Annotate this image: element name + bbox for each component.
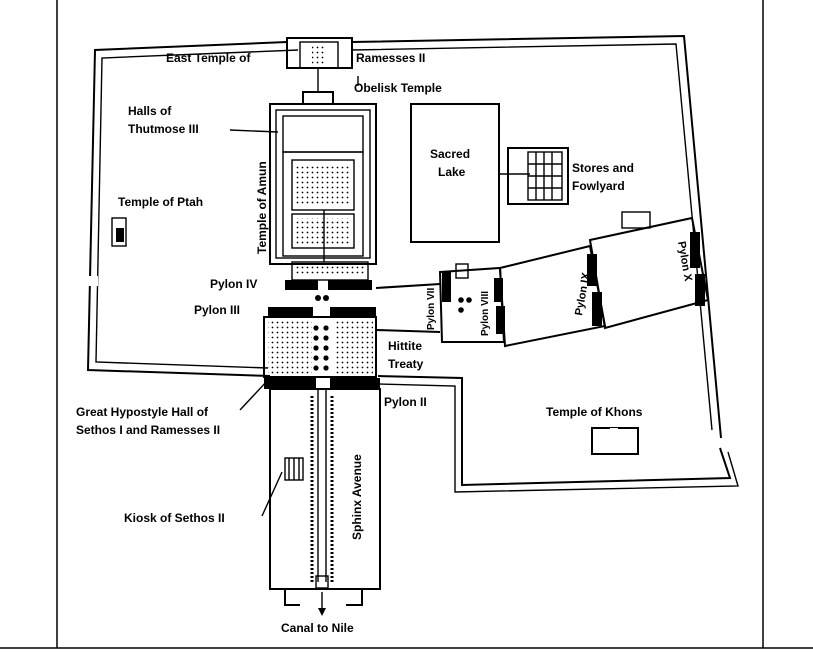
great-hypostyle-hall: [263, 316, 380, 389]
hittite-label-2: Treaty: [388, 357, 424, 371]
pylon-vii-label: Pylon VII: [426, 288, 437, 330]
pylon-ix-label: Pylon IX: [573, 271, 592, 316]
temple-of-khons-building: [591, 427, 639, 455]
pylon-viii-label: Pylon VIII: [480, 291, 491, 336]
ramesses-ii-label: Ramesses II: [356, 51, 425, 65]
east-temple-label: East Temple of: [166, 51, 251, 65]
sacred-lake-label-2: Lake: [438, 165, 466, 179]
stores-label-1: Stores and: [572, 161, 634, 175]
sacred-lake-label-1: Sacred: [430, 147, 470, 161]
temple-of-amun-building: [269, 103, 377, 281]
hittite-label-1: Hittite: [388, 339, 422, 353]
east-temple-building: [286, 37, 353, 105]
stores-building: [507, 147, 569, 205]
enclosure-wall: [86, 34, 739, 493]
kiosk-of-sethos-label: Kiosk of Sethos II: [124, 511, 225, 525]
pylons-iv-iii: [268, 280, 376, 317]
leader-lines: [229, 76, 530, 517]
sphinx-avenue-court: [269, 388, 381, 616]
temple-of-ptah-building: [111, 217, 127, 247]
stores-label-2: Fowlyard: [572, 179, 625, 193]
sphinx-avenue-label: Sphinx Avenue: [350, 454, 364, 540]
thutmose-iii-label: Thutmose III: [128, 122, 199, 136]
great-hypostyle-label-1: Great Hypostyle Hall of: [76, 405, 209, 419]
canal-to-nile-label: Canal to Nile: [281, 621, 354, 635]
pylon-iv-label: Pylon IV: [210, 277, 257, 291]
great-hypostyle-label-2: Sethos I and Ramesses II: [76, 423, 220, 437]
temple-of-amun-label: Temple of Amun: [255, 161, 269, 254]
temple-of-khons-label: Temple of Khons: [546, 405, 643, 419]
kiosk-building: [284, 457, 304, 481]
pylon-iii-label: Pylon III: [194, 303, 240, 317]
temple-of-ptah-label: Temple of Ptah: [118, 195, 203, 209]
halls-of-label: Halls of: [128, 104, 172, 118]
pylon-ii-label: Pylon II: [384, 395, 427, 409]
eastern-axis-buildings: [375, 211, 710, 348]
sacred-lake-outline: [410, 103, 500, 243]
obelisk-temple-label: Obelisk Temple: [354, 81, 442, 95]
